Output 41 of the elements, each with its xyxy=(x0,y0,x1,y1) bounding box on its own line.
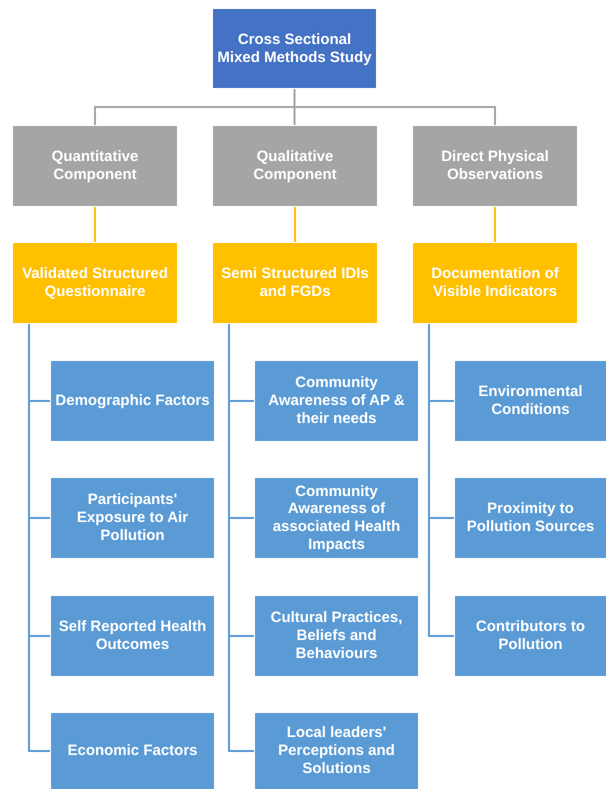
topic-box xyxy=(455,478,606,558)
topic-box xyxy=(255,361,418,441)
topic-box xyxy=(255,596,418,676)
topic-box xyxy=(455,361,606,441)
component-box xyxy=(213,126,377,206)
node-label: Participants' Exposure to Air Pollution xyxy=(76,491,190,545)
method-box xyxy=(413,243,577,323)
connector-line xyxy=(428,324,454,637)
component-box xyxy=(413,126,577,206)
method-box xyxy=(213,243,377,323)
node-label: Direct Physical Observations xyxy=(440,148,550,184)
node-label: Semi Structured IDIs and FGDs xyxy=(220,265,370,301)
study-box xyxy=(213,9,376,88)
node-label: Contributors to Pollution xyxy=(474,618,586,654)
node-label: Community Awareness of associated Health Impacts xyxy=(272,482,402,554)
node-label: Documentation of Visible Indicators xyxy=(430,265,560,301)
node-label: Validated Structured Questionnaire xyxy=(21,265,169,301)
node-label: Cultural Practices, Beliefs and Behaviours xyxy=(270,609,404,663)
node-label: Environmental Conditions xyxy=(477,383,584,419)
method-box xyxy=(13,243,177,323)
topic-box xyxy=(51,596,214,676)
connector-line xyxy=(494,207,496,242)
topic-box xyxy=(255,713,418,789)
node-label: Demographic Factors xyxy=(55,392,210,410)
connector-line xyxy=(294,207,296,242)
connector-line xyxy=(294,89,496,125)
topic-box xyxy=(51,713,214,789)
node-label: Quantitative Component xyxy=(50,148,140,184)
node-label: Local leaders' Perceptions and Solutions xyxy=(277,724,396,778)
topic-box xyxy=(51,361,214,441)
node-label: Proximity to Pollution Sources xyxy=(466,500,596,536)
node-label: Self Reported Health Outcomes xyxy=(58,618,208,654)
node-label: Economic Factors xyxy=(67,742,198,760)
connector-line xyxy=(94,207,96,242)
node-label: Qualitative Component xyxy=(252,148,338,184)
node-label: Community Awareness of AP & their needs xyxy=(267,374,406,428)
topic-box xyxy=(255,478,418,558)
node-label: Cross Sectional Mixed Methods Study xyxy=(217,30,372,66)
topic-box xyxy=(51,478,214,558)
component-box xyxy=(13,126,177,206)
topic-box xyxy=(455,596,606,676)
